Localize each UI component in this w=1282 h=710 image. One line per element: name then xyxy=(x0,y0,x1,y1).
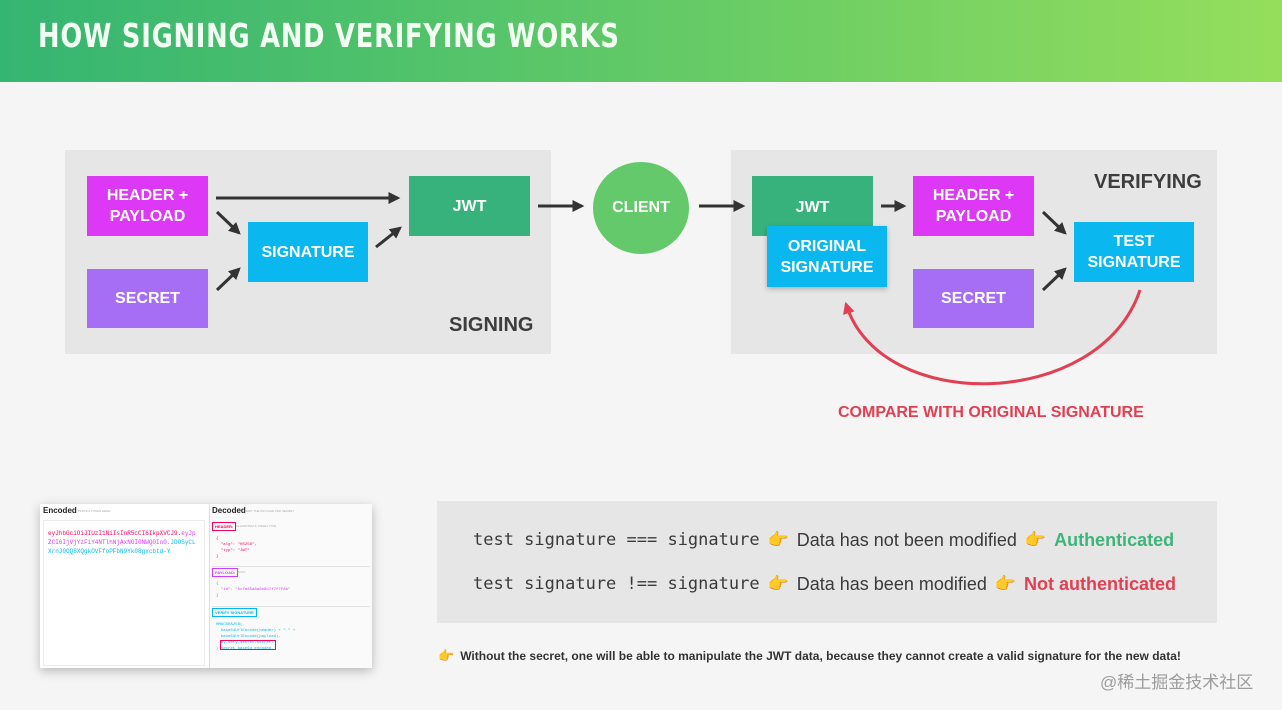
token-payload-part: eyJpZCI6IjVjYzFiY4NTlhNjAxNGI0NWQ0In0. xyxy=(48,530,196,546)
header-note: ALGORITHM & TOKEN TYPE xyxy=(236,524,277,528)
header-tag: HEADER: xyxy=(212,522,237,531)
not-authenticated-result: Not authenticated xyxy=(1024,573,1177,594)
payload-note: DATA xyxy=(238,570,246,574)
decoded-pane: Decoded EDIT THE PAYLOAD AND SECRET HEAD… xyxy=(210,504,372,668)
compare-arrow xyxy=(843,289,1142,386)
encoded-subtitle: PASTE A TOKEN HERE xyxy=(78,509,111,513)
header-json: { "alg": "HS256", "typ": "JWT" } xyxy=(216,537,257,559)
verifying-jwt-label: JWT xyxy=(795,199,830,216)
arrow-header-payload-to-test xyxy=(1041,210,1067,235)
arrow-secret-to-test xyxy=(1041,267,1067,292)
pointing-hand-icon: 👉 xyxy=(767,530,789,549)
comparison-panel: test signature === signature 👉 Data has … xyxy=(437,501,1217,623)
arrow-secret-to-signature xyxy=(215,267,241,292)
encoded-token: eyJhbGciOiJIUzI1NiIsInR5cCI6IkpXVCJ9.eyJ… xyxy=(48,529,198,556)
encoded-title: Encoded xyxy=(43,506,77,515)
footnote-text: Without the secret, one will be able to … xyxy=(460,649,1181,663)
signing-jwt-box: JWT xyxy=(409,176,530,236)
authenticated-result: Authenticated xyxy=(1054,529,1175,550)
watermark: @稀土掘金技术社区 xyxy=(1100,673,1254,692)
signing-label: SIGNING xyxy=(449,314,534,336)
decoded-verify-section: VERIFY SIGNATURE HMACSHA256( base64UrlEn… xyxy=(212,606,370,666)
token-header-part: eyJhbGciOiJIUzI1NiIsInR5cCI6IkpXVCJ9. xyxy=(48,530,182,537)
comparison-text: Data has been modified xyxy=(796,573,987,594)
verifying-label: VERIFYING xyxy=(1094,171,1202,193)
verifying-secret-box: SECRET xyxy=(913,269,1034,328)
payload-json: { "id": "5c7a85a8a8e8b7f7f7f8b" } xyxy=(216,582,291,598)
signing-signature-box: SIGNATURE xyxy=(248,222,368,282)
token-signature-part: JDOSyCLXrnJ0OQ8XQgkOVFfoPFbN9Yk08gxcbtd-… xyxy=(48,539,196,555)
decoded-payload-section: PAYLOAD: DATA { "id": "5c7a85a8a8e8b7f7f… xyxy=(212,566,370,607)
signing-secret-box: SECRET xyxy=(87,269,208,328)
comparison-code: test signature === signature xyxy=(473,530,760,550)
pane-divider xyxy=(209,504,210,668)
verifying-header-payload-box: HEADER + PAYLOAD xyxy=(913,176,1034,236)
decoded-title: Decoded xyxy=(212,506,246,515)
arrow-signature-to-jwt xyxy=(375,226,402,249)
pointing-hand-icon: 👉 xyxy=(1024,530,1047,549)
comparison-row-not-equal: test signature !== signature 👉 Data has … xyxy=(473,571,1176,597)
pointing-hand-icon: 👉 xyxy=(994,574,1017,593)
test-signature-box: TEST SIGNATURE xyxy=(1074,222,1194,282)
comparison-code: test signature !== signature xyxy=(473,574,760,594)
payload-tag: PAYLOAD: xyxy=(212,568,239,577)
jwt-debugger-screenshot: Encoded PASTE A TOKEN HERE eyJhbGciOiJIU… xyxy=(40,504,372,668)
encoded-pane: Encoded PASTE A TOKEN HERE eyJhbGciOiJIU… xyxy=(40,504,208,668)
page-title: HOW SIGNING AND VERIFYING WORKS xyxy=(38,16,620,55)
signing-header-payload-box: HEADER + PAYLOAD xyxy=(87,176,208,236)
comparison-text: Data has not been modified xyxy=(796,529,1017,550)
decoded-subtitle: EDIT THE PAYLOAD AND SECRET xyxy=(246,509,295,513)
pointing-hand-icon: 👉 xyxy=(767,574,789,593)
compare-label: COMPARE WITH ORIGINAL SIGNATURE xyxy=(838,404,1144,421)
title-banner: HOW SIGNING AND VERIFYING WORKS xyxy=(0,0,1282,82)
decoded-header-section: HEADER: ALGORITHM & TOKEN TYPE { "alg": … xyxy=(212,520,370,567)
comparison-row-equal: test signature === signature 👉 Data has … xyxy=(473,527,1174,553)
original-signature-box: ORIGINAL SIGNATURE xyxy=(767,226,887,287)
secret-highlight xyxy=(220,640,276,650)
client-node: CLIENT xyxy=(593,162,689,254)
pointing-hand-icon: 👉 xyxy=(438,648,455,663)
footnote: 👉 Without the secret, one will be able to… xyxy=(438,648,1181,664)
verify-tag: VERIFY SIGNATURE xyxy=(212,608,257,617)
encoded-token-box xyxy=(43,520,205,666)
arrow-header-to-signature xyxy=(215,210,241,235)
